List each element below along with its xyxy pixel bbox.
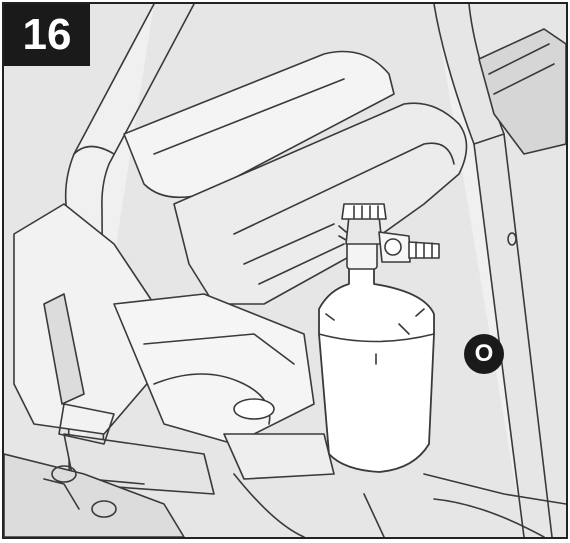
foam-cannon-bottle bbox=[318, 266, 435, 473]
callout-label-o: O bbox=[464, 334, 504, 374]
step-number-badge: 16 bbox=[4, 4, 90, 66]
chassis bbox=[13, 203, 335, 495]
cover-panel bbox=[123, 50, 468, 305]
upper-housing bbox=[478, 28, 566, 155]
foam-cannon-nozzle bbox=[338, 203, 440, 270]
base bbox=[4, 453, 566, 537]
pressure-washer-illustration bbox=[4, 4, 566, 537]
